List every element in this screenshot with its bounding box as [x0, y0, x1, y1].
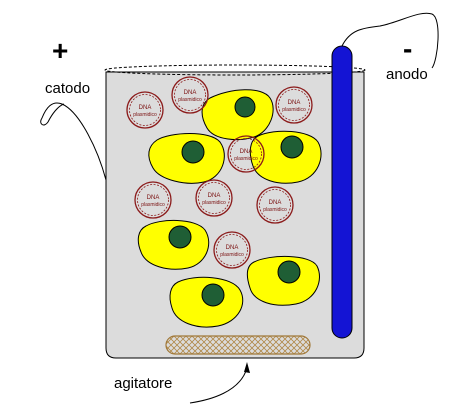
plasmid-label-1: DNA	[269, 200, 282, 206]
plasmid-ring: DNA plasmidico	[213, 231, 251, 269]
cell	[148, 133, 225, 184]
plasmid-ring: DNA plasmidico	[275, 86, 313, 124]
cell	[169, 276, 244, 328]
plasmid-label-2: plasmidico	[263, 207, 287, 213]
cell	[246, 255, 320, 306]
plasmid-ring: DNA plasmidico	[134, 181, 172, 219]
plasmid-ring: DNA plasmidico	[126, 91, 164, 129]
nucleus	[168, 225, 192, 249]
cell	[201, 89, 274, 141]
plasmid-label-1: DNA	[208, 193, 221, 199]
plasmid-label-2: plasmidico	[220, 252, 244, 258]
plasmid-label-1: DNA	[139, 105, 152, 111]
plasmid-label-2: plasmidico	[202, 200, 226, 206]
plasmid-label-1: DNA	[288, 100, 301, 106]
nucleus	[277, 260, 301, 284]
plasmid-ring: DNA plasmidico	[171, 76, 209, 114]
cells	[137, 89, 322, 328]
beaker-rim	[104, 64, 366, 76]
plasmid-label-1: DNA	[226, 245, 239, 251]
minus-sign: -	[403, 33, 412, 64]
plasmid-ring: DNA plasmidico	[227, 135, 265, 173]
plus-sign: +	[52, 35, 68, 66]
cathode-wire	[40, 102, 107, 181]
anode-label: anodo	[386, 66, 428, 83]
nucleus	[280, 135, 304, 159]
nucleus	[201, 283, 225, 307]
cathode-label: catodo	[45, 80, 90, 97]
plasmid-label-2: plasmidico	[141, 202, 165, 208]
plasmid-label-2: plasmidico	[133, 112, 157, 118]
nucleus	[234, 96, 256, 118]
nucleus	[181, 140, 205, 164]
plasmid-ring: DNA plasmidico	[256, 186, 294, 224]
stirrer-pointer	[189, 367, 248, 404]
plasmid-label-1: DNA	[147, 195, 160, 201]
anode-wire	[341, 12, 439, 69]
plasmids: DNA plasmidico DNA plasmidico DNA plasmi…	[126, 76, 313, 269]
cell	[249, 130, 322, 184]
plasmid-label-2: plasmidico	[178, 97, 202, 103]
arrow-head-icon	[244, 362, 250, 373]
plasmid-label-2: plasmidico	[234, 156, 258, 162]
plasmid-ring: DNA plasmidico	[195, 179, 233, 217]
anode-electrode	[331, 45, 353, 339]
stirrer-label: agitatore	[114, 375, 172, 392]
cell	[137, 219, 210, 270]
plasmid-label-1: DNA	[184, 90, 197, 96]
stirrer-bar	[165, 335, 311, 355]
plasmid-label-2: plasmidico	[282, 107, 306, 113]
plasmid-label-1: DNA	[240, 149, 253, 155]
